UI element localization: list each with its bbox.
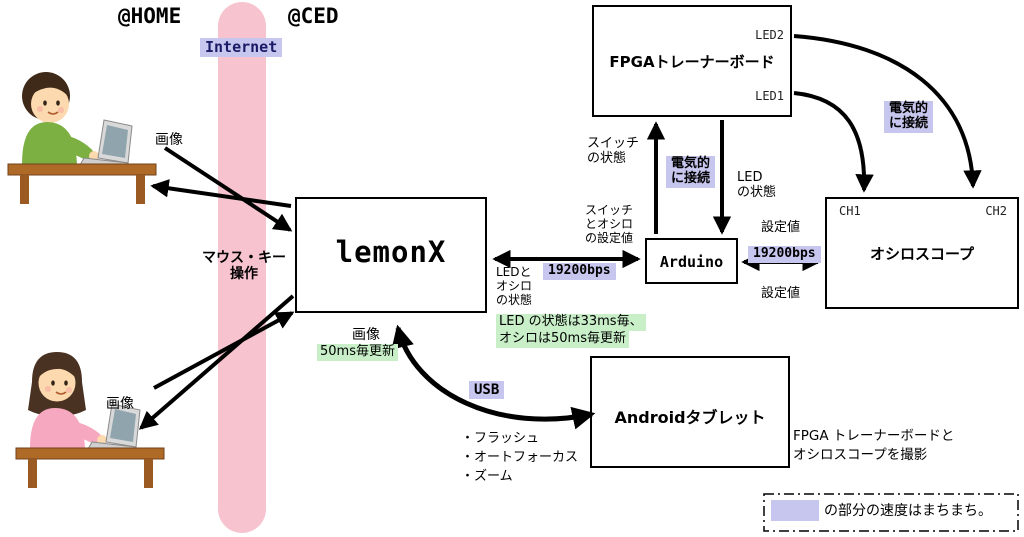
fpga-title: FPGAトレーナーボード	[609, 53, 775, 71]
tablet-features-list: ・フラッシュ ・オートフォーカス ・ズーム	[461, 429, 578, 486]
led-state-label: LED の状態	[737, 170, 777, 200]
laptop-icon	[79, 119, 133, 171]
person-body	[22, 72, 99, 164]
list-item: ・オートフォーカス	[461, 450, 579, 465]
person-home2-illustration	[15, 352, 165, 488]
capture-note: FPGA トレーナーボードと オシロスコープを撮影	[793, 428, 955, 463]
internet-band	[218, 2, 266, 533]
internet-label: Internet	[200, 38, 283, 58]
person-home-illustration	[7, 72, 157, 204]
desk-icon	[7, 163, 157, 204]
ced-heading: @CED	[288, 4, 339, 28]
arduino-title: Arduino	[659, 253, 724, 271]
image-label-mid: 画像	[352, 327, 380, 343]
setting-value-bottom-label: 設定値	[761, 286, 801, 301]
desk-icon	[15, 447, 165, 488]
update-50ms-label: 50ms毎更新	[317, 344, 398, 361]
android-tablet-box: Androidタブレット	[590, 356, 790, 468]
usb-label: USB	[469, 381, 505, 400]
legend-color-swatch	[771, 500, 819, 521]
oscilloscope-ch2-label: CH2	[985, 204, 1007, 218]
mouse-key-label: マウス・キー 操作	[202, 250, 286, 283]
tablet-title: Androidタブレット	[614, 408, 766, 427]
led-osc-state-label: LEDと オシロ の状態	[496, 265, 533, 307]
list-item: ・ズーム	[461, 469, 513, 484]
image-label-bottom: 画像	[106, 396, 134, 412]
home-heading: @HOME	[118, 4, 182, 28]
electrical-connect-right-label: 電気的 に接続	[884, 101, 934, 133]
oscilloscope-ch1-label: CH1	[839, 204, 861, 218]
lemonx-box: lemonX	[295, 197, 487, 313]
green-update-note: LED の状態は33ms毎、 オシロは50ms毎更新	[496, 314, 646, 348]
electrical-connect-left-label: 電気的 に接続	[666, 156, 716, 188]
oscilloscope-box: CH1 CH2 オシロスコープ	[825, 197, 1019, 309]
setting-value-top-label: 設定値	[761, 220, 801, 235]
bps-right-label: 19200bps	[748, 246, 821, 263]
image-label-top: 画像	[155, 132, 183, 148]
legend-text: の部分の速度はまちまち。	[824, 503, 992, 519]
list-item: ・フラッシュ	[461, 431, 540, 446]
oscilloscope-title: オシロスコープ	[869, 245, 975, 263]
arrow-led1-to-ch1	[793, 91, 874, 193]
person-body	[28, 352, 107, 448]
fpga-led1-label: LED1	[755, 89, 784, 103]
fpga-led2-label: LED2	[755, 28, 784, 42]
switch-state-label: スイッチ の状態	[587, 136, 640, 166]
bps-left-label: 19200bps	[543, 263, 616, 280]
fpga-board-box: FPGAトレーナーボード LED2 LED1	[592, 5, 792, 117]
switch-osc-setting-label: スイッチ とオシロ の設定値	[585, 203, 634, 245]
lemonx-title: lemonX	[335, 235, 447, 269]
arduino-box: Arduino	[645, 238, 738, 284]
